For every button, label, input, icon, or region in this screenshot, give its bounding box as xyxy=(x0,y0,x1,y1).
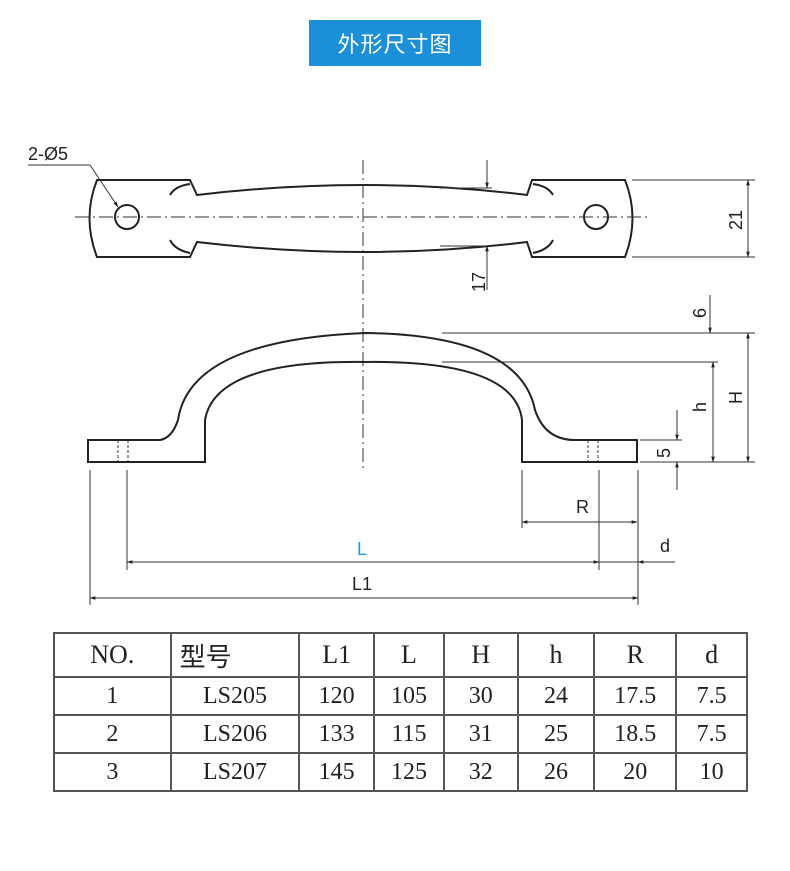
cell: 24 xyxy=(516,676,596,716)
cell: 133 xyxy=(298,714,376,754)
dim-foot-label: 5 xyxy=(654,448,674,458)
cell: 115 xyxy=(373,714,445,754)
table-header-row: NO. 型号 L1 L H h R d xyxy=(53,632,748,678)
cell: 3 xyxy=(53,752,172,792)
cell: 2 xyxy=(53,714,172,754)
cell: LS206 xyxy=(169,714,301,754)
dim-h-label: h xyxy=(690,402,710,412)
dim-width-label: 21 xyxy=(726,210,746,230)
cell: 25 xyxy=(516,714,596,754)
header-cell: 型号 xyxy=(169,632,301,678)
cell: 7.5 xyxy=(675,676,748,716)
dim-L1-label: L1 xyxy=(352,574,372,594)
cell: LS207 xyxy=(169,752,301,792)
header-cell: NO. xyxy=(53,632,172,678)
hole-label: 2-Ø5 xyxy=(28,144,68,164)
top-view: 2-Ø5 21 17 xyxy=(28,144,755,470)
cell: 105 xyxy=(373,676,445,716)
header-cell: h xyxy=(516,632,596,678)
cell: 1 xyxy=(53,676,172,716)
cell: 30 xyxy=(442,676,519,716)
header-cell: d xyxy=(675,632,748,678)
title-banner: 外形尺寸图 xyxy=(309,20,481,66)
dim-H-label: H xyxy=(726,391,746,404)
cell: 145 xyxy=(298,752,376,792)
cell: 7.5 xyxy=(675,714,748,754)
spec-table: NO. 型号 L1 L H h R d 1 LS205 120 105 30 2… xyxy=(53,632,748,792)
header-cell: H xyxy=(442,632,519,678)
dim-R-label: R xyxy=(576,497,589,517)
cell: 125 xyxy=(373,752,445,792)
cell: 120 xyxy=(298,676,376,716)
cell: 17.5 xyxy=(593,676,678,716)
cell: 20 xyxy=(593,752,678,792)
table-row: 3 LS207 145 125 32 26 20 10 xyxy=(53,752,748,792)
cell: 26 xyxy=(516,752,596,792)
side-view: 6 h H 5 R L d L1 xyxy=(87,295,755,605)
cell: 10 xyxy=(675,752,748,792)
cell: 32 xyxy=(442,752,519,792)
cell: 18.5 xyxy=(593,714,678,754)
dim-L-label: L xyxy=(357,539,367,559)
header-cell: R xyxy=(593,632,678,678)
cell: 31 xyxy=(442,714,519,754)
dim-thickness-label: 6 xyxy=(690,308,710,318)
table-row: 1 LS205 120 105 30 24 17.5 7.5 xyxy=(53,676,748,716)
header-cell: L xyxy=(373,632,445,678)
table-row: 2 LS206 133 115 31 25 18.5 7.5 xyxy=(53,714,748,754)
mount-hole-left xyxy=(114,204,140,230)
dim-d-label: d xyxy=(660,536,670,556)
dim-bar-width-label: 17 xyxy=(469,272,489,292)
cell: LS205 xyxy=(169,676,301,716)
header-cell: L1 xyxy=(298,632,376,678)
